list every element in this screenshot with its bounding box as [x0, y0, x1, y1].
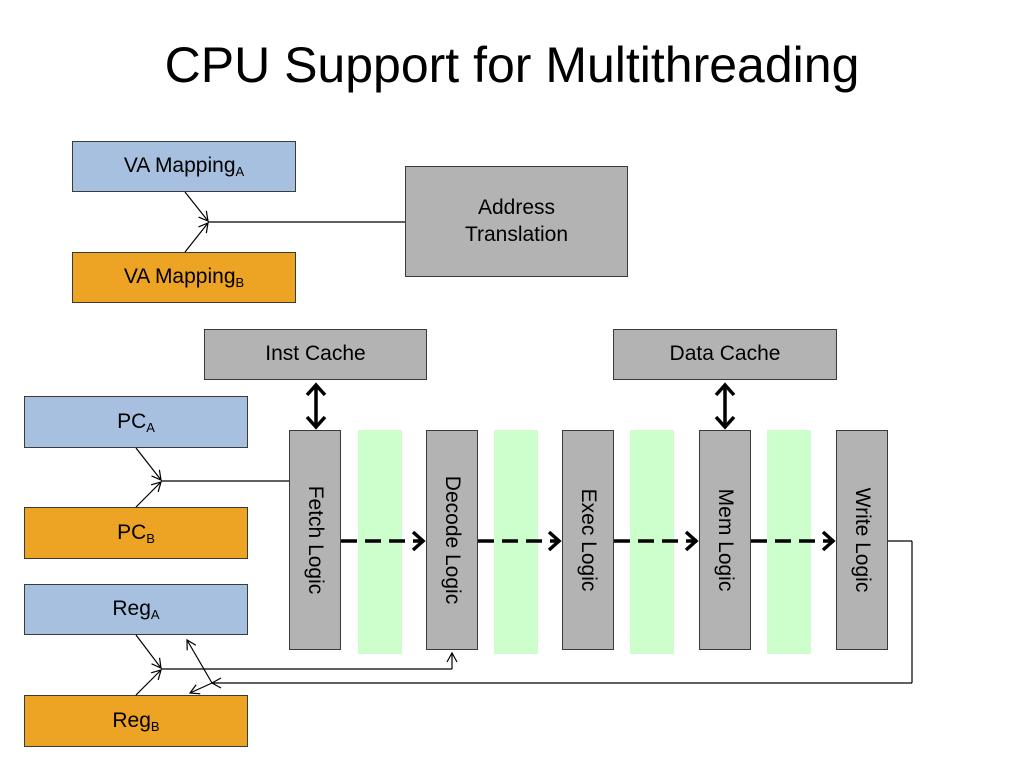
mem-logic-stage: Mem Logic — [699, 430, 751, 650]
pc-mux-wires — [135, 447, 289, 508]
pipeline-arrows — [341, 530, 836, 552]
pc-a-label: PCA — [117, 409, 155, 435]
reg-a-label: RegA — [112, 597, 160, 623]
address-translation-box: Address Translation — [405, 166, 628, 277]
inst-cache-label: Inst Cache — [265, 342, 366, 366]
reg-b-box: RegB — [24, 695, 248, 747]
data-cache-label: Data Cache — [669, 342, 781, 366]
reg-b-label: RegB — [112, 708, 160, 734]
va-mapping-a-label: VA MappingA — [123, 154, 245, 180]
write-logic-stage: Write Logic — [836, 430, 888, 650]
decode-logic-stage: Decode Logic — [426, 430, 478, 650]
pc-a-box: PCA — [24, 396, 248, 448]
data-cache-box: Data Cache — [613, 329, 837, 380]
fetch-logic-stage: Fetch Logic — [289, 430, 341, 650]
inst-cache-arrow — [305, 382, 327, 430]
reg-mux-wires — [135, 540, 913, 696]
va-mapping-b-box: VA MappingB — [72, 252, 296, 303]
exec-logic-stage: Exec Logic — [562, 430, 614, 650]
address-translation-line1: Address — [477, 196, 556, 220]
pc-b-box: PCB — [24, 507, 248, 559]
va-mux-wires — [184, 191, 405, 253]
pc-b-label: PCB — [117, 520, 155, 546]
va-mapping-b-label: VA MappingB — [123, 265, 245, 291]
reg-a-box: RegA — [24, 584, 248, 635]
va-mapping-a-box: VA MappingA — [72, 141, 296, 192]
inst-cache-box: Inst Cache — [204, 329, 427, 380]
data-cache-arrow — [714, 382, 736, 430]
address-translation-line2: Translation — [464, 222, 569, 246]
page-title: CPU Support for Multithreading — [164, 37, 860, 93]
